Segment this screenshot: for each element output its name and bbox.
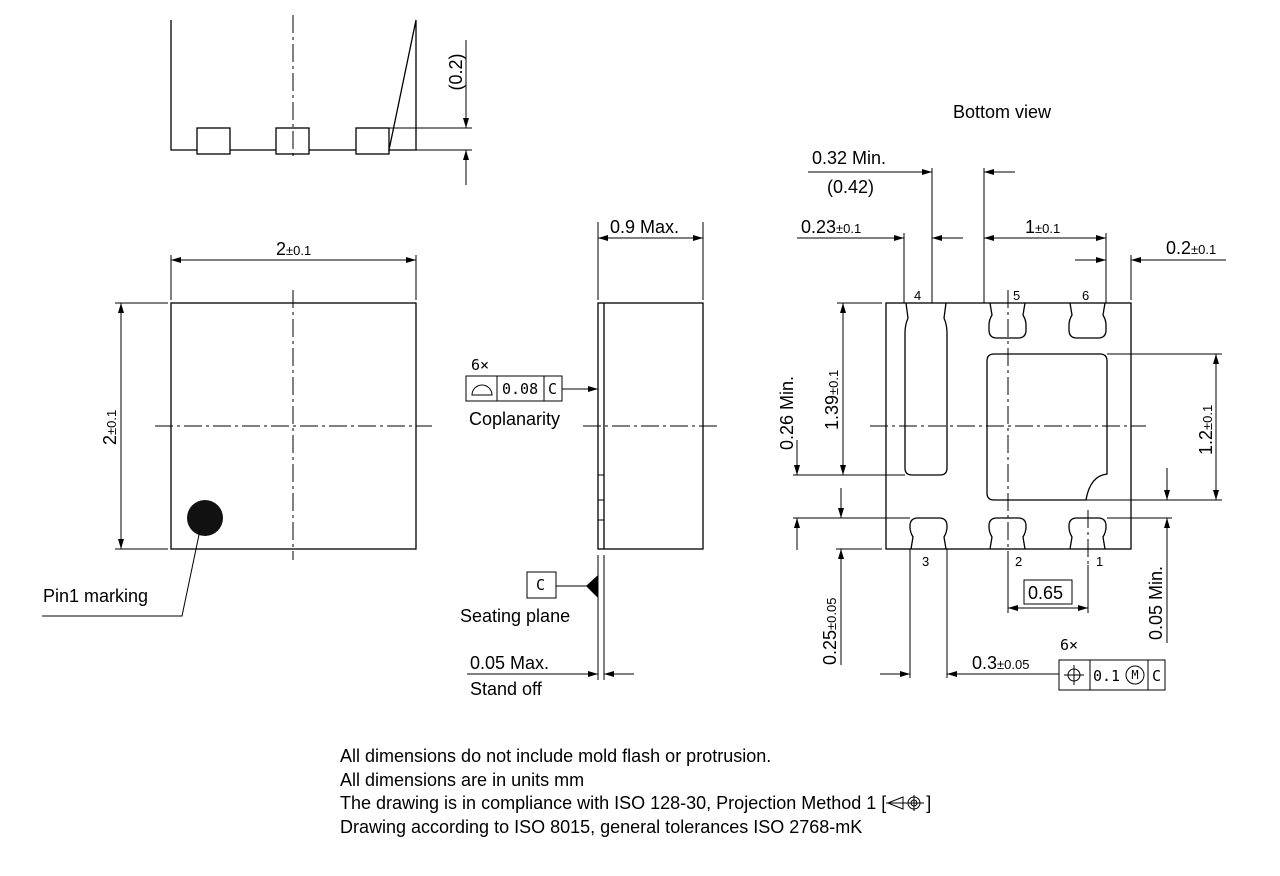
note: All dimensions are in units mm bbox=[340, 769, 585, 790]
dim-025: 0.25±0.05 bbox=[820, 598, 840, 665]
pin1-label: Pin1 marking bbox=[43, 586, 148, 606]
seating-plane-label: Seating plane bbox=[460, 606, 570, 626]
dim-02: 0.2±0.1 bbox=[1166, 238, 1216, 258]
note: All dimensions do not include mold flash… bbox=[340, 746, 772, 766]
note: Drawing according to ISO 8015, general t… bbox=[340, 816, 863, 837]
pin-3-label: 3 bbox=[922, 554, 929, 569]
standoff-label: Stand off bbox=[470, 679, 543, 699]
position-count: 6× bbox=[1060, 636, 1078, 654]
coplanarity-value: 0.08 bbox=[502, 380, 538, 398]
side-view: 0.9 Max. 6× 0.08 C Coplanarity C Seating… bbox=[460, 217, 718, 699]
note: The drawing is in compliance with ISO 12… bbox=[340, 792, 931, 816]
projection-method-icon bbox=[886, 795, 925, 811]
pin-6-label: 6 bbox=[1082, 288, 1089, 303]
position-datum: C bbox=[1152, 667, 1161, 685]
dim-042: (0.42) bbox=[827, 177, 874, 197]
datum-c: C bbox=[536, 576, 545, 594]
dim-pitch: 0.65 bbox=[1028, 583, 1063, 603]
pin-4-label: 4 bbox=[914, 288, 921, 303]
bottom-view-title: Bottom view bbox=[953, 102, 1052, 122]
pin-5-label: 5 bbox=[1013, 288, 1020, 303]
dim-1: 1±0.1 bbox=[1025, 217, 1060, 237]
note-text: The drawing is in compliance with ISO 12… bbox=[340, 793, 887, 813]
dim-139: 1.39±0.1 bbox=[822, 370, 842, 430]
dim-thickness: 0.9 Max. bbox=[610, 217, 679, 237]
dim-03: 0.3±0.05 bbox=[972, 653, 1029, 673]
dim-12: 1.2±0.1 bbox=[1196, 405, 1216, 455]
top-view: (0.2) bbox=[170, 15, 472, 185]
dim-width: 2±0.1 bbox=[276, 239, 311, 259]
dim-032: 0.32 Min. bbox=[812, 148, 886, 168]
datum-triangle-icon bbox=[586, 575, 598, 598]
dim-height: 2±0.1 bbox=[100, 410, 120, 445]
dim-standoff-ref: (0.2) bbox=[446, 53, 466, 90]
pin-2-label: 2 bbox=[1015, 554, 1022, 569]
bottom-view: Bottom view 4 5 6 3 2 1 0.32 Min. (0.42)… bbox=[777, 102, 1226, 691]
front-view: 2±0.1 2±0.1 Pin1 marking bbox=[42, 239, 432, 617]
profile-surface-icon bbox=[471, 384, 493, 396]
dim-005: 0.05 Min. bbox=[1146, 566, 1166, 640]
dim-023: 0.23±0.1 bbox=[801, 217, 861, 237]
position-icon bbox=[1064, 665, 1084, 685]
coplanarity-count: 6× bbox=[471, 356, 489, 374]
pin-1-label: 1 bbox=[1096, 554, 1103, 569]
pin1-dot bbox=[187, 500, 223, 536]
notes: All dimensions do not include mold flash… bbox=[340, 745, 931, 839]
mmc-modifier: M bbox=[1131, 668, 1138, 682]
coplanarity-datum: C bbox=[548, 380, 557, 398]
dim-026: 0.26 Min. bbox=[777, 376, 797, 450]
position-value: 0.1 bbox=[1093, 667, 1120, 685]
standoff-value: 0.05 Max. bbox=[470, 653, 549, 673]
note-text: ] bbox=[926, 793, 932, 813]
coplanarity-label: Coplanarity bbox=[469, 409, 560, 429]
